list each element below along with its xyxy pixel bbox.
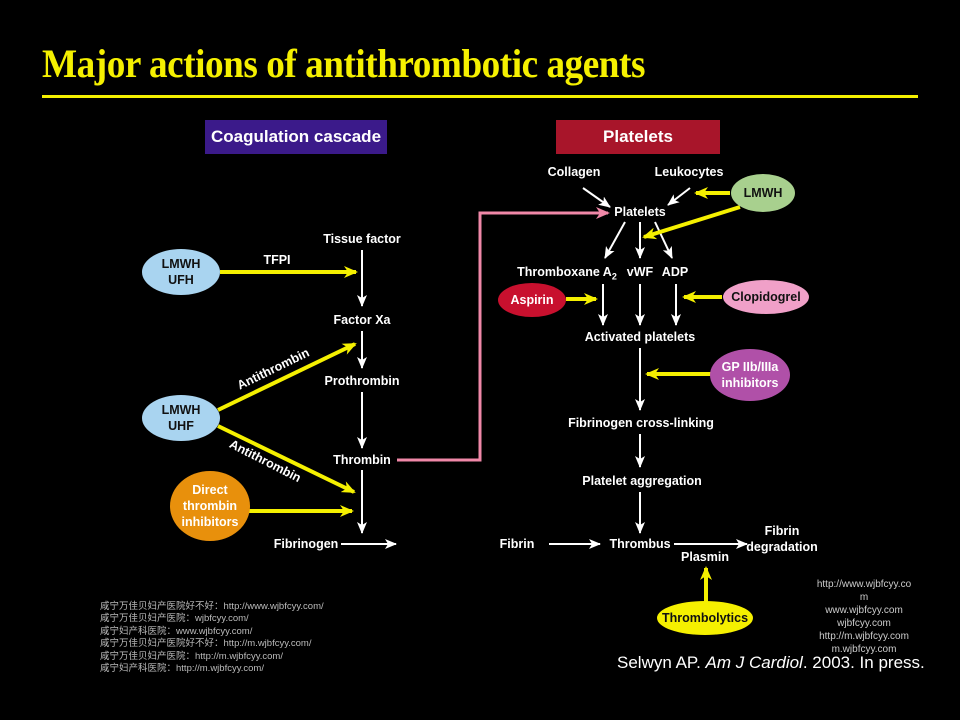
fibrin-degradation-line2: degradation <box>746 540 818 554</box>
arrow-collagen-to-platelets <box>582 187 611 208</box>
citation-rest: . 2003. In press. <box>802 653 925 672</box>
coagulation-cascade-header: Coagulation cascade <box>205 120 387 154</box>
label-thromboxane: Thromboxane A2 <box>517 265 617 282</box>
arrow-platelets-to-adp <box>654 221 673 259</box>
watermark-line: 咸宁妇产科医院：www.wjbfcyy.com/ <box>100 625 253 637</box>
watermark-line: m.wjbfcyy.com <box>831 644 897 655</box>
citation-author: Selwyn AP. <box>617 653 701 672</box>
thromboxane-subscript: 2 <box>611 271 617 282</box>
agent-line: inhibitors <box>181 515 239 529</box>
title-underline <box>42 95 918 98</box>
agent-line: Direct <box>192 483 228 497</box>
agent-lmwh-ufh: LMWH UFH <box>142 249 220 295</box>
label-fibrin: Fibrin <box>499 537 535 551</box>
agent-line: inhibitors <box>721 376 779 390</box>
label-fibrinogen-crosslinking: Fibrinogen cross-linking <box>568 416 714 430</box>
fibrin-degradation-line1: Fibrin <box>764 524 800 538</box>
label-tissue-factor: Tissue factor <box>323 232 401 246</box>
arrow-thrombin-to-platelets <box>397 207 610 462</box>
agent-direct-thrombin-inhibitors: Direct thrombin inhibitors <box>170 471 250 541</box>
watermark-line: 咸宁万佳贝妇产医院好不好：http://www.wjbfcyy.com/ <box>100 601 324 612</box>
agent-lmwh-uhf: LMWH UHF <box>142 395 220 441</box>
arrow-lmwh-to-vwf <box>642 205 741 240</box>
watermark-left: 咸宁万佳贝妇产医院好不好：http://www.wjbfcyy.com/ 咸宁万… <box>100 601 324 675</box>
slide-title: Major actions of antithrombotic agents <box>42 41 645 86</box>
arrow-antithrombin-xa <box>217 342 357 412</box>
watermark-line: m <box>859 592 869 603</box>
arrow-platelets-to-txa2 <box>604 221 626 259</box>
agent-lmwh-platelets: LMWH <box>731 174 795 212</box>
arrow-antithrombin-thrombin <box>217 424 356 494</box>
watermark-line: http://www.wjbfcyy.co <box>816 579 912 590</box>
agent-line: LMWH <box>161 257 201 271</box>
label-platelet-aggregation: Platelet aggregation <box>582 474 702 488</box>
label-plasmin: Plasmin <box>681 550 729 564</box>
label-fibrin-degradation: Fibrin degradation <box>746 523 818 555</box>
label-prothrombin: Prothrombin <box>324 374 400 388</box>
label-collagen: Collagen <box>547 165 601 179</box>
platelets-header: Platelets <box>556 120 720 154</box>
watermark-line: wjbfcyy.com <box>837 618 891 629</box>
label-thrombin: Thrombin <box>333 453 391 467</box>
watermark-line: 咸宁妇产科医院：http://m.wjbfcyy.com/ <box>100 663 264 675</box>
agent-gp-iib-iiia-inhibitors: GP IIb/IIIa inhibitors <box>710 349 790 401</box>
label-activated-platelets: Activated platelets <box>584 330 696 344</box>
label-tfpi: TFPI <box>263 253 291 267</box>
label-adp: ADP <box>661 265 689 279</box>
label-platelets: Platelets <box>614 205 666 219</box>
agent-line: UHF <box>168 419 194 433</box>
agent-line: thrombin <box>182 499 238 513</box>
label-factor-xa: Factor Xa <box>333 313 391 327</box>
watermark-line: www.wjbfcyy.com <box>825 605 903 616</box>
label-leukocytes: Leukocytes <box>654 165 724 179</box>
watermark-right: http://www.wjbfcyy.co m www.wjbfcyy.com … <box>808 578 920 656</box>
agent-line: UFH <box>168 273 194 287</box>
agent-aspirin: Aspirin <box>498 283 566 317</box>
agent-thrombolytics: Thrombolytics <box>657 601 753 635</box>
arrow-leukocytes-to-platelets <box>667 187 691 206</box>
watermark-line: 咸宁万佳贝妇产医院好不好：http://m.wjbfcyy.com/ <box>100 638 312 650</box>
agent-line: LMWH <box>161 403 201 417</box>
agent-clopidogrel: Clopidogrel <box>723 280 809 314</box>
label-thrombus: Thrombus <box>609 537 671 551</box>
citation-journal: Am J Cardiol <box>705 653 803 672</box>
agent-line: GP IIb/IIIa <box>721 360 779 374</box>
watermark-line: 咸宁万佳贝妇产医院：http://m.wjbfcyy.com/ <box>100 650 283 662</box>
citation: Selwyn AP. Am J Cardiol. 2003. In press. <box>617 653 925 673</box>
label-fibrinogen: Fibrinogen <box>273 537 339 551</box>
watermark-line: 咸宁万佳贝妇产医院：wjbfcyy.com/ <box>100 613 249 625</box>
watermark-line: http://m.wjbfcyy.com <box>819 631 909 642</box>
thromboxane-text: Thromboxane A <box>517 264 612 279</box>
label-vwf: vWF <box>626 265 654 279</box>
